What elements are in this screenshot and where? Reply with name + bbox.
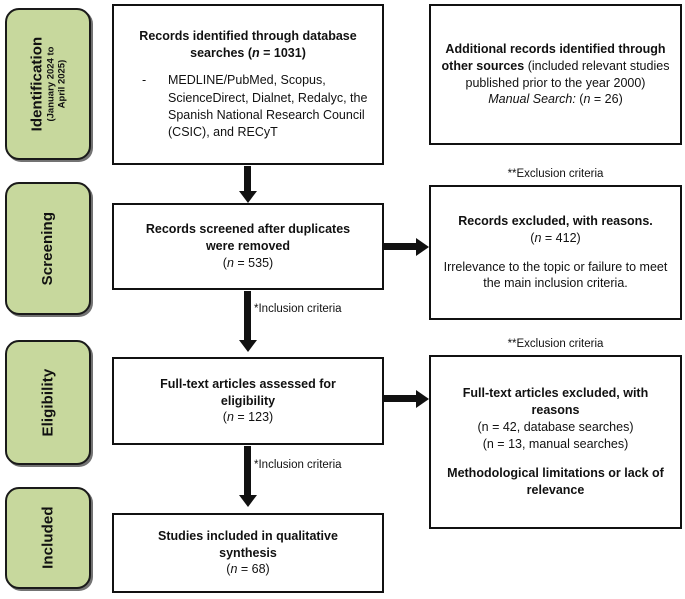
arrow-eligibility-to-included (244, 446, 251, 496)
fulltext-assessed-count: (n = 123) (222, 410, 274, 425)
stage-label-included: Included (5, 487, 91, 589)
records-excluded-reason: Irrelevance to the topic or failure to m… (443, 259, 668, 291)
records-excluded-heading: Records excluded, with reasons. (458, 213, 653, 228)
database-searches-bullet: - MEDLINE/PubMed, Scopus, ScienceDirect,… (124, 72, 372, 141)
fulltext-excluded-heading-line2: reasons (531, 403, 580, 418)
stage-subtitle-identification: (January 2024 to April 2025) (45, 46, 68, 122)
studies-included-line1: Studies included in qualitative (158, 528, 338, 543)
stage-label-screening: Screening (5, 182, 91, 315)
fulltext-assessed-line1: Full-text articles assessed for (160, 376, 336, 391)
database-searches-heading-line2: searches (n = 1031) (190, 45, 306, 60)
stage-title-included: Included (39, 506, 57, 570)
box-records-screened: Records screened after duplicates were r… (112, 203, 384, 290)
arrow-screened-to-excluded (384, 243, 417, 250)
fulltext-excluded-reason: Methodological limitations or lack of re… (447, 465, 664, 497)
records-screened-count: (n = 535) (222, 255, 274, 270)
fulltext-excluded-count-manual: (n = 13, manual searches) (482, 437, 629, 451)
arrow-assessed-to-excluded (384, 395, 417, 402)
arrow-identification-to-screening (244, 166, 251, 192)
records-screened-line1: Records screened after duplicates (145, 222, 351, 237)
box-fulltext-assessed: Full-text articles assessed for eligibil… (112, 357, 384, 445)
stage-label-identification: Identification (January 2024 to April 20… (5, 8, 91, 160)
studies-included-line2: synthesis (219, 545, 277, 560)
box-records-excluded: Records excluded, with reasons. (n = 412… (429, 185, 682, 320)
arrow-label-inclusion-criteria-eligibility: *Inclusion criteria (254, 303, 342, 315)
box-database-searches: Records identified through database sear… (112, 4, 384, 165)
arrow-label-inclusion-criteria-included: *Inclusion criteria (254, 459, 342, 471)
studies-included-count: (n = 68) (226, 562, 270, 577)
bullet-dash-icon: - (142, 73, 147, 88)
records-excluded-count: (n = 412) (530, 230, 581, 245)
other-sources-text: Additional records identified through ot… (441, 41, 670, 90)
fulltext-assessed-line2: eligibility (220, 393, 276, 408)
caption-exclusion-criteria-screening: **Exclusion criteria (507, 168, 604, 180)
box-studies-included: Studies included in qualitative synthesi… (112, 513, 384, 593)
box-fulltext-excluded: Full-text articles excluded, with reason… (429, 355, 682, 529)
records-screened-line2: were removed (205, 239, 291, 254)
arrow-screening-to-eligibility (244, 291, 251, 341)
box-other-sources: Additional records identified through ot… (429, 4, 682, 145)
stage-title-screening: Screening (39, 211, 57, 286)
database-searches-bullet-text: MEDLINE/PubMed, Scopus, ScienceDirect, D… (168, 73, 368, 140)
fulltext-excluded-count-database: (n = 42, database searches) (477, 420, 634, 435)
caption-exclusion-criteria-eligibility: **Exclusion criteria (507, 338, 604, 350)
stage-label-eligibility: Eligibility (5, 340, 91, 465)
database-searches-heading-line1: Records identified through database (139, 28, 357, 43)
fulltext-excluded-heading-line1: Full-text articles excluded, with (462, 386, 649, 401)
stage-title-identification: Identification (27, 36, 45, 132)
stage-title-eligibility: Eligibility (39, 368, 57, 437)
other-sources-manual-search: Manual Search: (n = 26) (488, 92, 623, 107)
